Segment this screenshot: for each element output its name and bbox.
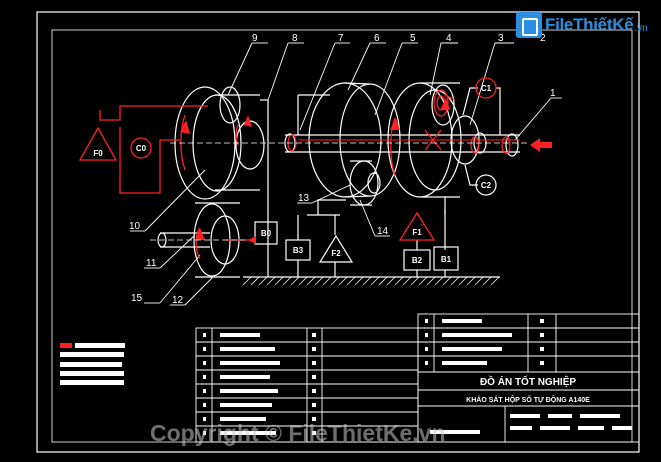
block-b3 — [285, 239, 311, 261]
logo-icon — [516, 12, 542, 38]
copyright-watermark: Copyright © FileThietKe.vn — [150, 420, 446, 446]
part-label-15: 15 — [131, 293, 143, 304]
part-label-13: 13 — [298, 193, 310, 204]
right-sun-gear — [431, 84, 455, 126]
left-sun-gear — [219, 86, 241, 124]
part-label-12: 12 — [172, 295, 184, 306]
ground-hatch — [242, 276, 500, 286]
block-b1-label: B1 — [441, 255, 452, 264]
logo-tld: .vn — [634, 22, 648, 34]
part-label-14: 14 — [377, 226, 389, 237]
part-label-8: 8 — [292, 33, 298, 44]
block-b1 — [433, 246, 459, 271]
drawing-title: ĐỒ ÁN TỐT NGHIỆP — [480, 374, 576, 388]
input-arrow — [530, 138, 552, 152]
input-shaft-end — [505, 133, 519, 157]
block-f1 — [398, 211, 436, 241]
part-label-4: 4 — [446, 33, 452, 44]
parts-table-text — [203, 319, 632, 435]
part-label-3: 3 — [498, 33, 504, 44]
block-f2 — [318, 234, 354, 263]
block-c1 — [475, 77, 497, 99]
drawing-frame — [36, 11, 640, 453]
block-c2-label: C2 — [481, 181, 492, 190]
drawing-subtitle: KHẢO SÁT HỘP SỐ TỰ ĐỘNG A140E — [466, 394, 590, 404]
center-small-gear — [349, 160, 379, 206]
part-label-6: 6 — [374, 33, 380, 44]
part-label-10: 10 — [129, 221, 141, 232]
block-f1-label: F1 — [412, 228, 422, 237]
block-b0-label: B0 — [261, 229, 272, 238]
block-f0 — [78, 126, 118, 161]
block-f2-label: F2 — [331, 249, 341, 258]
part-label-5: 5 — [410, 33, 416, 44]
legend — [60, 343, 125, 385]
parts-table — [195, 313, 640, 443]
part-label-7: 7 — [338, 33, 344, 44]
part-label-9: 9 — [252, 33, 258, 44]
block-c2 — [475, 174, 497, 196]
block-c0-label: C0 — [136, 144, 147, 153]
leader-lines — [130, 42, 562, 306]
left-hub — [235, 120, 265, 170]
part-label-2: 2 — [540, 33, 546, 44]
logo-brand: FileThiếtKế — [545, 15, 634, 34]
block-f0-label: F0 — [93, 149, 103, 158]
control-loop-left — [99, 105, 208, 121]
block-c1-label: C1 — [481, 84, 492, 93]
block-b0 — [254, 221, 278, 245]
part-label-1: 1 — [550, 88, 556, 99]
part-label-11: 11 — [146, 258, 157, 269]
block-b2 — [403, 249, 431, 271]
block-b3-label: B3 — [293, 246, 304, 255]
block-c0 — [130, 137, 152, 159]
block-b2-label: B2 — [412, 256, 423, 265]
filethietke-logo[interactable]: FileThiếtKế .vn — [516, 10, 648, 40]
